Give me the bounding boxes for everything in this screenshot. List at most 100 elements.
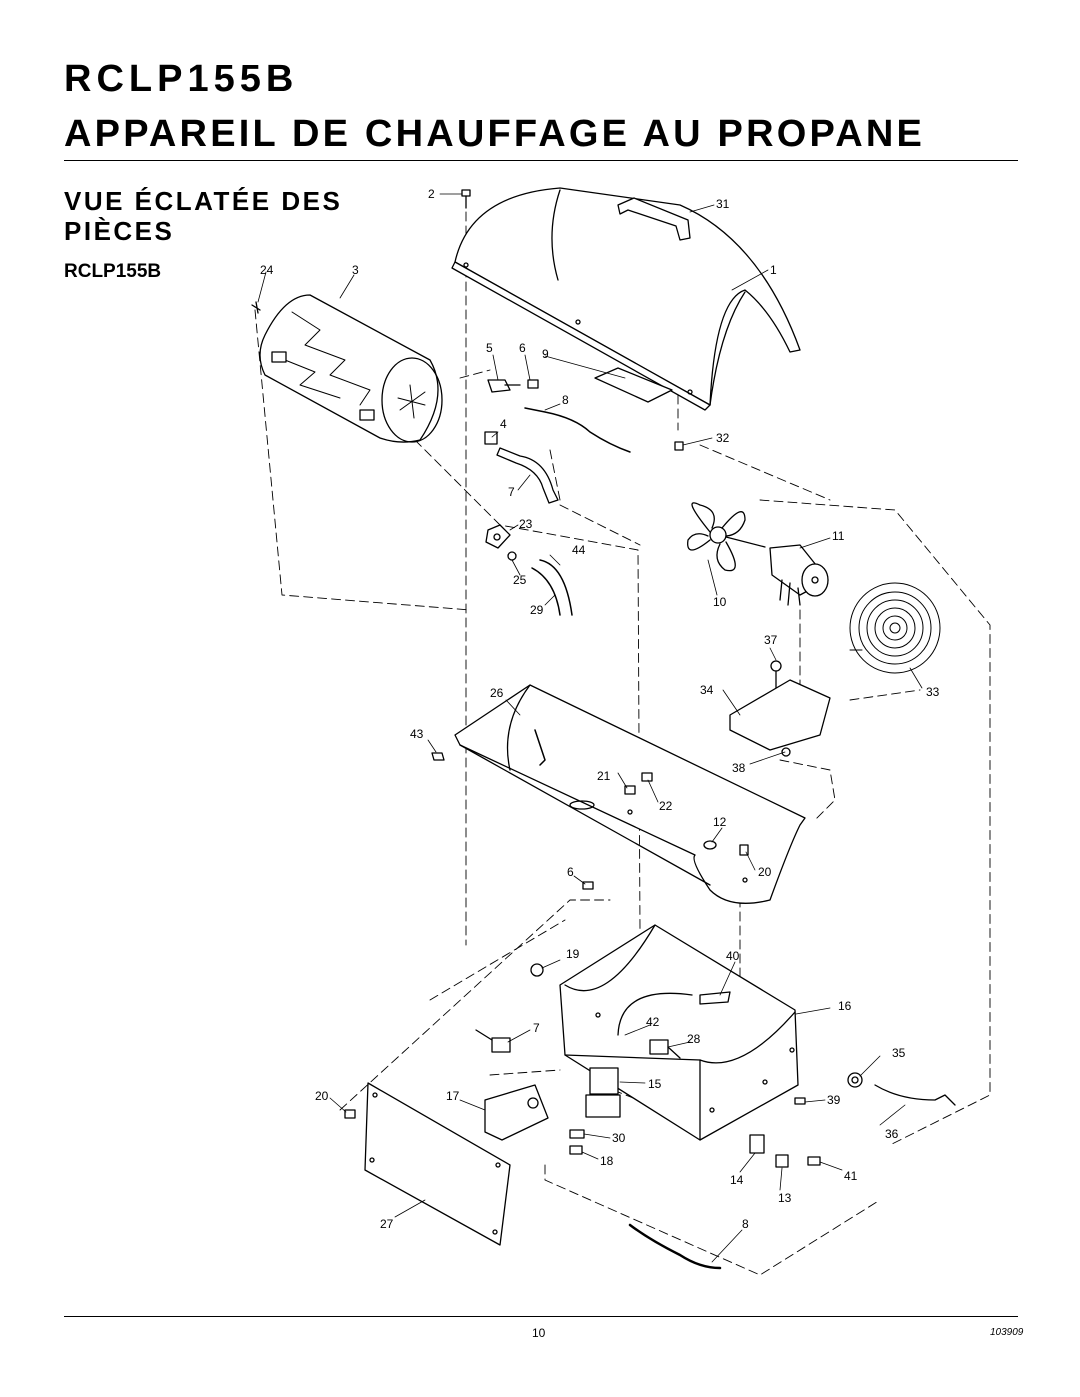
callout-25: 25	[513, 573, 527, 587]
strain-relief-part-35	[847, 1072, 863, 1088]
callout-35: 35	[892, 1046, 906, 1060]
fan-guard-part-33	[849, 582, 941, 674]
nut-part-38	[781, 747, 791, 757]
switch-part-28	[649, 1039, 681, 1059]
callout-20: 20	[758, 865, 772, 879]
callout-27: 27	[380, 1217, 394, 1231]
callout-9: 9	[542, 347, 549, 361]
callout-14: 14	[730, 1173, 744, 1187]
callout-36: 36	[885, 1127, 899, 1141]
callout-15: 15	[648, 1077, 662, 1091]
shield-plate-part-9	[594, 367, 673, 403]
thermocouple-part-8	[524, 407, 631, 453]
handle-part-31	[617, 197, 691, 241]
callout-19: 19	[566, 947, 580, 961]
callout-16: 16	[838, 999, 852, 1013]
wire-part-29	[531, 567, 561, 616]
fan-blade-part-10	[687, 502, 766, 572]
screw-part-20	[739, 844, 749, 856]
grommet-part-12	[703, 840, 717, 850]
callout-11: 11	[832, 529, 845, 543]
page-number: 10	[532, 1326, 546, 1340]
screw-part-6	[527, 379, 539, 389]
callout-7b: 7	[533, 1021, 540, 1035]
section-title: VUE ÉCLATÉE DES PIÈCES	[64, 186, 342, 246]
callout-21: 21	[597, 769, 611, 783]
screw-part-30	[569, 1129, 585, 1139]
solenoid-valve-part-15	[585, 1067, 621, 1118]
callout-6: 6	[519, 341, 526, 355]
callout-3: 3	[352, 263, 359, 277]
section-title-line-2: PIÈCES	[64, 216, 175, 246]
callout-20b: 20	[315, 1089, 329, 1103]
screw-part-2	[461, 189, 471, 209]
gas-tube-part-7	[496, 447, 559, 504]
nozzle-holder-part-5	[487, 379, 521, 393]
control-box-part-17	[484, 1084, 549, 1141]
footer-rule	[64, 1316, 1018, 1317]
callout-31: 31	[716, 197, 730, 211]
callout-22: 22	[659, 799, 673, 813]
callout-40: 40	[726, 949, 740, 963]
callout-1: 1	[770, 263, 777, 277]
callout-8b: 8	[742, 1217, 749, 1231]
part-callouts: 2 31 24 3 1 5 6 9 8 4 32 7 23 44 25 29 1…	[260, 187, 940, 1231]
screw-part-32	[674, 441, 684, 451]
bushing-part-19	[530, 963, 544, 977]
callout-42: 42	[646, 1015, 660, 1029]
gas-tube-part-7b	[475, 1029, 511, 1053]
callout-17: 17	[446, 1089, 460, 1103]
fitting-part-4	[484, 431, 498, 445]
callout-10: 10	[713, 595, 727, 609]
callout-30: 30	[612, 1131, 626, 1145]
motor-part-11	[769, 544, 829, 606]
fitting-part-14	[749, 1134, 765, 1154]
bracket-part-34	[729, 679, 831, 751]
callout-34: 34	[700, 683, 714, 697]
wire-part-44	[539, 559, 573, 616]
bracket-part-23	[485, 524, 511, 549]
callout-38: 38	[732, 761, 746, 775]
exploded-parts-diagram: 2 31 24 3 1 5 6 9 8 4 32 7 23 44 25 29 1…	[251, 187, 991, 1276]
switch-part-40	[699, 991, 731, 1005]
access-panel-part-27	[364, 1082, 511, 1246]
callout-43: 43	[410, 727, 424, 741]
callout-41: 41	[844, 1169, 858, 1183]
grommet-part-21	[624, 785, 636, 795]
callout-8: 8	[562, 393, 569, 407]
screw-part-39	[794, 1097, 806, 1105]
callout-24: 24	[260, 263, 274, 277]
callout-2: 2	[428, 187, 435, 201]
screw-part-24	[251, 301, 261, 314]
callout-7: 7	[508, 485, 515, 499]
combustion-chamber-part-3	[259, 294, 443, 443]
callout-13: 13	[778, 1191, 792, 1205]
callout-5: 5	[486, 341, 493, 355]
model-title: RCLP155B	[64, 58, 299, 100]
callout-29: 29	[530, 603, 544, 617]
grommet-part-22	[641, 772, 653, 782]
callout-4: 4	[500, 417, 507, 431]
cap-part-13	[775, 1154, 789, 1168]
callout-39: 39	[827, 1093, 841, 1107]
callout-37: 37	[764, 633, 778, 647]
screw-part-6b	[582, 881, 594, 890]
document-code: 103909	[990, 1327, 1024, 1338]
nut-part-25	[507, 551, 517, 561]
screw-part-18	[569, 1145, 583, 1155]
base-frame-part-16	[559, 924, 799, 1141]
screw-part-41	[807, 1156, 821, 1166]
clip-part-43	[431, 752, 445, 761]
callout-6b: 6	[567, 865, 574, 879]
callout-23: 23	[519, 517, 533, 531]
screw-part-20b	[344, 1109, 356, 1119]
callout-44: 44	[572, 543, 586, 557]
section-title-line-1: VUE ÉCLATÉE DES	[64, 186, 343, 216]
hose-part-8b	[628, 1223, 722, 1270]
callout-26: 26	[490, 686, 504, 700]
top-housing-part-1	[451, 187, 801, 411]
callout-18: 18	[600, 1154, 614, 1168]
callout-12: 12	[713, 815, 727, 829]
header-rule	[64, 160, 1018, 161]
callout-33: 33	[926, 685, 940, 699]
